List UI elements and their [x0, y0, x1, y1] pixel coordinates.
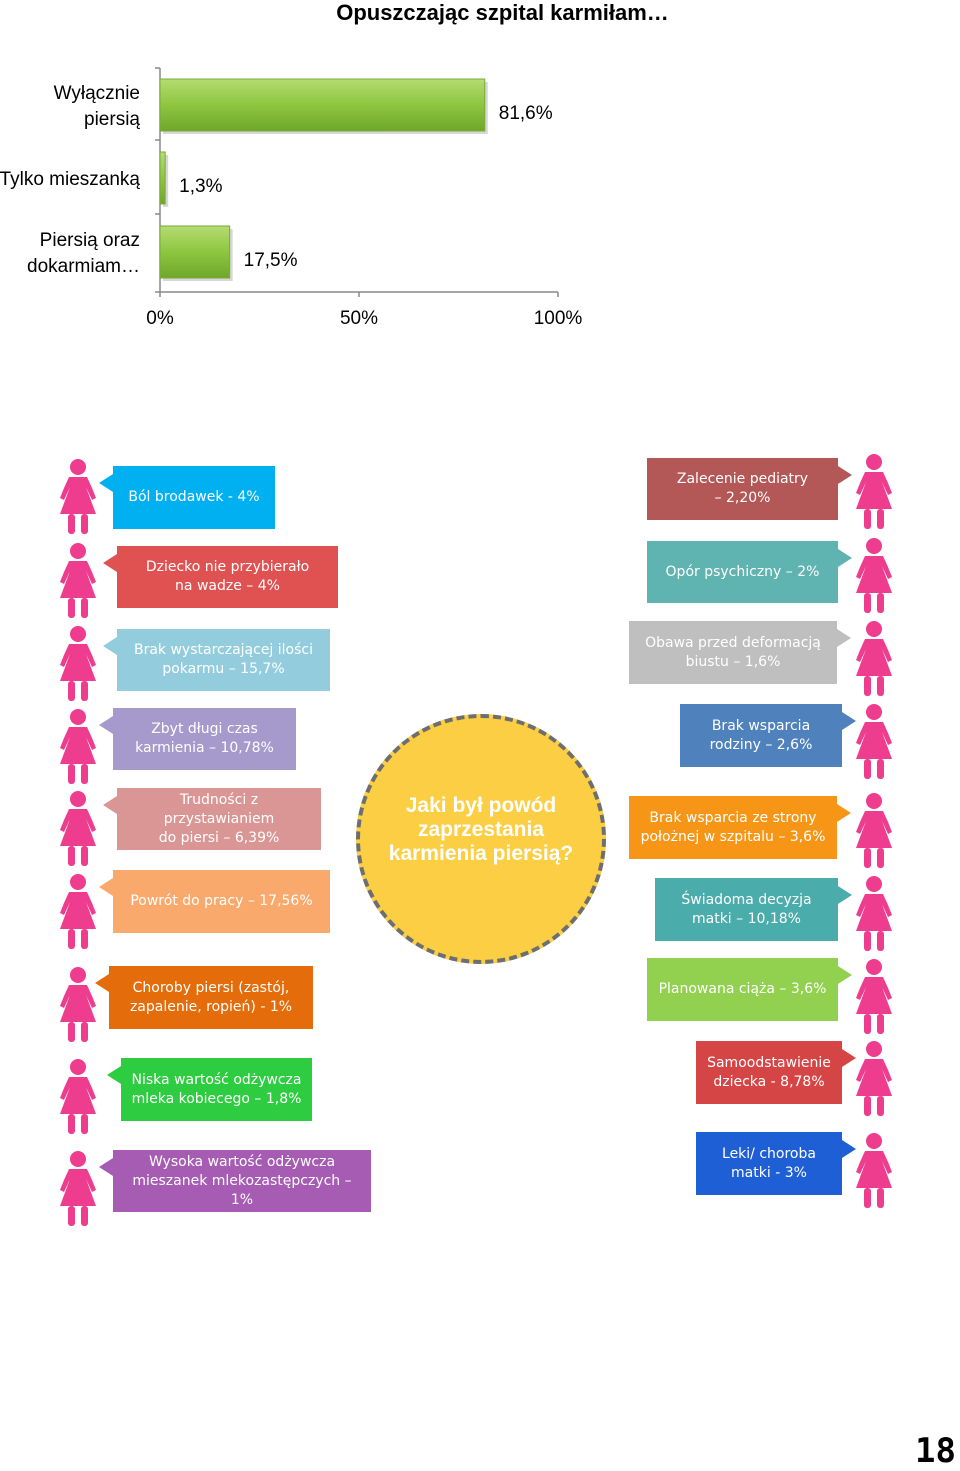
bar — [159, 78, 486, 132]
box-pointer — [99, 1158, 113, 1176]
bar — [159, 225, 231, 279]
box-pointer — [95, 974, 109, 992]
box-pointer — [103, 796, 117, 814]
reason-text: Obawa przed deformacją biustu – 1,6% — [645, 634, 821, 670]
reason-text: Świadoma decyzja matki – 10,18% — [681, 891, 812, 927]
reason-box-left-6: Powrót do pracy – 17,56% — [99, 870, 330, 933]
reason-text: Dziecko nie przybierało na wadze – 4% — [145, 559, 310, 594]
reason-box-right-5: Brak wsparcia ze strony położnej w szpit… — [629, 796, 851, 859]
reason-box-right-8: Samoodstawienie dziecka - 8,78% — [696, 1041, 856, 1104]
reason-text: Zalecenie pediatry – 2,20% — [676, 471, 809, 506]
woman-icon — [60, 626, 96, 701]
box-pointer — [103, 554, 117, 572]
box-pointer — [842, 712, 856, 730]
woman-icon — [856, 621, 892, 696]
woman-icon — [60, 874, 96, 949]
reason-text: Trudności z przystawianiem do piersi – 6… — [158, 791, 280, 846]
reason-box-right-1: Zalecenie pediatry – 2,20% — [647, 458, 852, 520]
woman-icon — [60, 791, 96, 866]
woman-icon — [856, 1041, 892, 1116]
reason-box-left-7: Choroby piersi (zastój, zapalenie, ropie… — [95, 966, 313, 1029]
reason-box-right-3: Obawa przed deformacją biustu – 1,6% — [629, 621, 851, 684]
box-pointer — [837, 629, 851, 647]
reason-text: Choroby piersi (zastój, zapalenie, ropie… — [129, 979, 293, 1015]
box-pointer — [842, 1049, 856, 1067]
box-pointer — [99, 878, 113, 896]
category-label: Wyłącznie — [54, 83, 140, 104]
reason-text: Leki/ choroba matki - 3% — [722, 1145, 816, 1181]
reason-box-left-9: Wysoka wartość odżywcza mieszanek mlekoz… — [99, 1150, 371, 1212]
box-pointer — [838, 466, 852, 484]
box-pointer — [99, 474, 113, 492]
chart-title: Opuszczając szpital karmiłam… — [336, 0, 669, 25]
reason-text: Samoodstawienie dziecka - 8,78% — [707, 1054, 831, 1090]
reason-text: Brak wystarczającej ilości pokarmu – 15,… — [133, 642, 313, 677]
reason-text: Zbyt długi czas karmienia – 10,78% — [135, 721, 274, 756]
category-label: piersią — [84, 109, 140, 130]
woman-icon — [60, 1151, 96, 1226]
box-pointer — [99, 716, 113, 734]
reason-box-left-4: Zbyt długi czas karmienia – 10,78% — [99, 708, 296, 770]
woman-icon — [856, 959, 892, 1034]
woman-icon — [856, 876, 892, 951]
x-tick-label: 0% — [146, 308, 174, 329]
reason-text: Ból brodawek - 4% — [128, 489, 260, 505]
box-pointer — [838, 549, 852, 567]
box-pointer — [842, 1140, 856, 1158]
box-pointer — [103, 637, 117, 655]
woman-icon — [60, 543, 96, 618]
reason-box-left-1: Ból brodawek - 4% — [99, 466, 275, 529]
reason-text: Opór psychiczny – 2% — [665, 563, 820, 580]
woman-icon — [60, 1059, 96, 1134]
reason-text: Niska wartość odżywcza mleka kobiecego –… — [131, 1071, 302, 1107]
box-pointer — [838, 886, 852, 904]
bar-chart: 0% 50% 100% 81,6% Wyłącznie piersią 1,3% Tylko … — [0, 67, 583, 329]
reason-box-right-2: Opór psychiczny – 2% — [647, 541, 852, 603]
reason-text: Planowana ciąża – 3,6% — [658, 981, 827, 997]
box-pointer — [107, 1066, 121, 1084]
woman-icon — [60, 459, 96, 534]
reason-box-right-4: Brak wsparcia rodziny – 2,6% — [680, 704, 856, 767]
reason-text: Powrót do pracy – 17,56% — [130, 893, 313, 909]
reason-box-left-5: Trudności z przystawianiem do piersi – 6… — [103, 788, 321, 850]
woman-icon — [856, 793, 892, 868]
reason-box-right-6: Świadoma decyzja matki – 10,18% — [655, 878, 852, 941]
box-pointer — [837, 804, 851, 822]
reason-box-left-3: Brak wystarczającej ilości pokarmu – 15,… — [103, 629, 330, 691]
bar-value-label: 81,6% — [499, 103, 553, 124]
category-label: Piersią oraz — [40, 230, 140, 251]
reason-box-left-2: Dziecko nie przybierało na wadze – 4% — [103, 546, 338, 608]
woman-icon — [856, 538, 892, 613]
center-question-text: Jaki był powód zaprzestania karmienia pi… — [388, 794, 574, 865]
woman-icon — [856, 704, 892, 779]
woman-icon — [856, 1133, 892, 1208]
x-tick-label: 100% — [534, 308, 583, 329]
bar-value-label: 17,5% — [244, 250, 298, 271]
category-label: Tylko mieszanką — [0, 169, 140, 190]
bar — [159, 151, 166, 205]
woman-icon — [60, 967, 96, 1042]
center-question-circle: Jaki był powód zaprzestania karmienia pi… — [356, 714, 606, 964]
bar-value-label: 1,3% — [179, 176, 222, 197]
reason-box-right-9: Leki/ choroba matki - 3% — [696, 1132, 856, 1195]
reason-box-left-8: Niska wartość odżywcza mleka kobiecego –… — [107, 1058, 312, 1121]
reason-text: Brak wsparcia ze strony położnej w szpit… — [640, 809, 826, 845]
box-pointer — [838, 966, 852, 984]
x-tick-label: 50% — [340, 308, 378, 329]
reason-text: Wysoka wartość odżywcza mieszanek mlekoz… — [132, 1153, 352, 1208]
reason-box-right-7: Planowana ciąża – 3,6% — [647, 958, 852, 1021]
woman-icon — [60, 709, 96, 784]
woman-icon — [856, 454, 892, 529]
category-label: dokarmiam… — [27, 256, 140, 277]
reason-text: Brak wsparcia rodziny – 2,6% — [709, 717, 813, 753]
page-number: 18 — [915, 1431, 956, 1471]
